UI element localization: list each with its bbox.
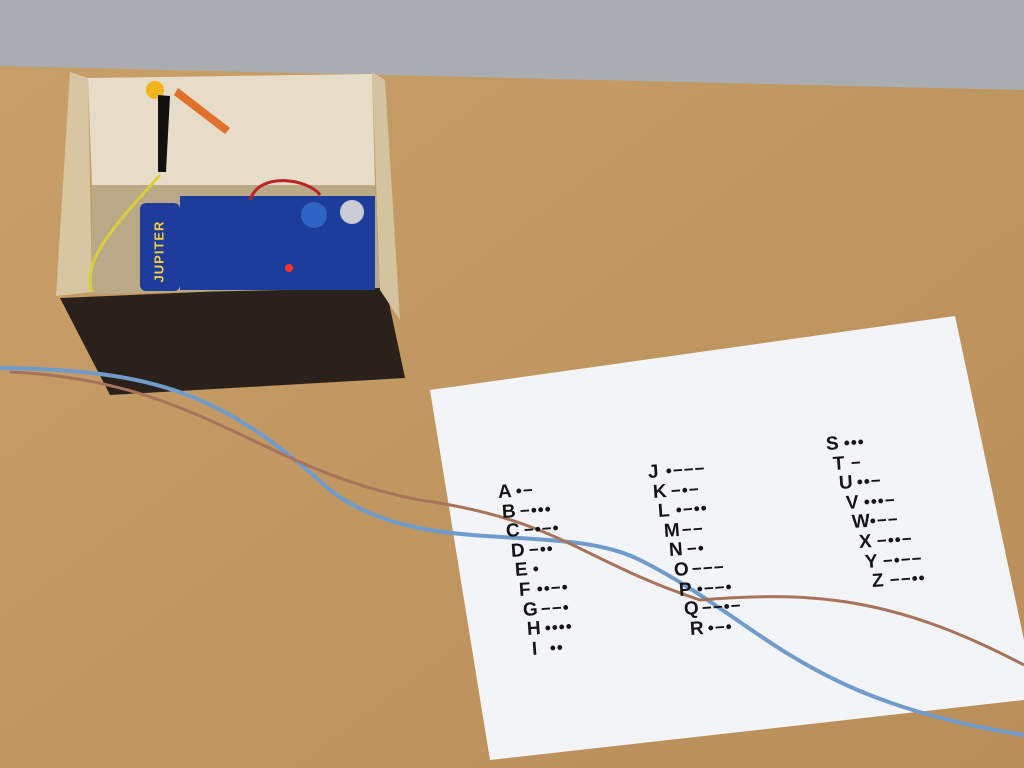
morse-code: −−•• <box>888 568 926 590</box>
morse-code: −−− <box>691 557 726 579</box>
morse-code: •−•• <box>675 498 709 520</box>
box-back-wall <box>88 74 375 185</box>
alligator-clip-black <box>158 95 170 172</box>
battery-label: JUPITER <box>151 220 167 283</box>
morse-code: ••−• <box>536 577 570 599</box>
blue-wire <box>0 366 1024 737</box>
morse-code: −•− <box>670 479 701 501</box>
morse-paper <box>430 316 1024 760</box>
morse-code: •−− <box>869 510 900 532</box>
morse-code: •− <box>515 480 535 501</box>
morse-code: •• <box>548 637 565 658</box>
morse-code: •−−− <box>665 458 707 481</box>
morse-code: ••− <box>856 471 883 492</box>
morse-letter: R <box>688 617 704 640</box>
morse-code: −•−• <box>523 518 561 540</box>
yellow-wire <box>88 174 162 293</box>
morse-code: • <box>532 559 541 580</box>
brown-wire <box>9 370 1024 667</box>
yellow-led <box>146 81 164 99</box>
morse-letter: I <box>530 638 538 660</box>
morse-code: − <box>849 452 862 473</box>
morse-row-i: I •• <box>531 637 564 661</box>
morse-code: •••• <box>544 617 574 638</box>
morse-code: •−• <box>706 616 733 638</box>
box-left-wall <box>56 72 92 296</box>
morse-row-r: R•−• <box>689 616 733 641</box>
morse-code: −−• <box>540 597 571 619</box>
capacitor <box>301 202 327 228</box>
morse-code: −•• <box>527 538 554 560</box>
red-wire <box>248 179 322 201</box>
battery <box>140 203 180 291</box>
alligator-clip-orange <box>174 88 230 134</box>
jack <box>340 200 364 224</box>
morse-code: ••• <box>843 432 866 453</box>
box-right-wall <box>372 72 400 320</box>
morse-code: −−•− <box>701 596 743 618</box>
morse-letter: Z <box>870 570 884 593</box>
morse-code: −••− <box>875 529 913 551</box>
wall <box>0 0 1024 90</box>
morse-row-z: Z−−•• <box>871 567 926 593</box>
power-led <box>285 264 293 272</box>
morse-code: −• <box>686 538 706 560</box>
morse-code: −− <box>680 519 704 540</box>
box-front <box>60 284 405 395</box>
